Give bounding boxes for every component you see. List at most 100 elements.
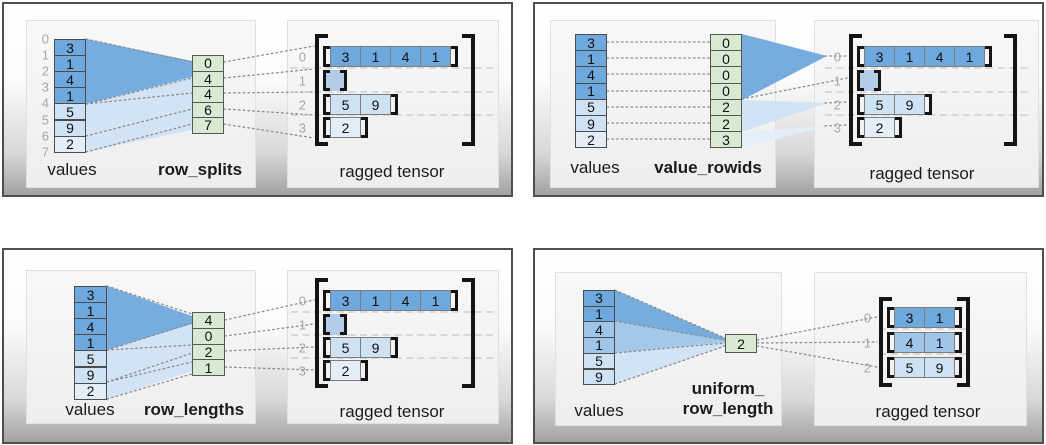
value-index-label: 6: [41, 128, 49, 144]
row-bracket-left-icon: [323, 360, 330, 381]
values-cell: 3: [54, 39, 86, 57]
tensor-cell: 5: [330, 337, 361, 358]
outer-bracket-left-icon: [849, 34, 862, 146]
tensor-cell: 4: [390, 290, 421, 311]
values-cell: 9: [583, 368, 615, 386]
empty-row-cell: [323, 314, 347, 335]
values-cell: 5: [54, 103, 86, 121]
empty-row-cell: [323, 70, 347, 91]
tensor-cell: 1: [420, 46, 451, 67]
values-cell: 5: [74, 350, 107, 368]
partition-label: value_rowids: [654, 158, 762, 177]
values-cell: 5: [575, 98, 607, 116]
row-partition-cell: 0: [710, 66, 742, 84]
value-index-label: 7: [41, 144, 49, 160]
values-cell: 4: [575, 66, 607, 84]
row-partition-cell: 3: [710, 131, 742, 149]
row-bracket-left-icon: [323, 314, 330, 335]
values-cell: 3: [583, 290, 615, 307]
row-partition-cell: 2: [710, 98, 742, 116]
outer-bracket-right-icon: [462, 34, 475, 146]
values-cell: 2: [575, 131, 607, 149]
tensor-row-index: 0: [833, 49, 841, 64]
row-bracket-right-icon: [955, 307, 962, 328]
values-cell: 1: [583, 305, 615, 323]
tensor-cell: 9: [924, 357, 955, 378]
tensor-cell: 1: [924, 332, 955, 353]
tensor-row: 2: [857, 117, 902, 138]
tensor-cell: 5: [894, 357, 925, 378]
row-partition-cell: 0: [710, 34, 742, 52]
row-bracket-right-icon: [340, 314, 347, 335]
ragged-tensor-label: ragged tensor: [869, 164, 975, 183]
values-cell: 1: [74, 334, 107, 352]
values-cell: 1: [575, 82, 607, 100]
ragged-tensor-label: ragged tensor: [339, 402, 445, 421]
tensor-row: [323, 314, 347, 335]
row-bracket-left-icon: [887, 307, 894, 328]
tensor-row-index: 1: [298, 73, 306, 88]
tensor-cell: 1: [360, 290, 391, 311]
row-bracket-left-icon: [857, 94, 864, 115]
values-cell: 3: [575, 34, 607, 52]
row-partition-cell: 1: [192, 359, 225, 377]
row-bracket-left-icon: [323, 94, 330, 115]
value-index-label: 3: [41, 79, 49, 95]
row-bracket-right-icon: [391, 337, 398, 358]
partition-label-line: row_length: [682, 399, 774, 418]
tensor-row-index: 0: [298, 49, 306, 64]
row-bracket-left-icon: [323, 117, 330, 138]
tensor-row-index: 2: [833, 97, 841, 112]
row-partition-cell: 4: [192, 312, 225, 329]
row-bracket-right-icon: [361, 360, 368, 381]
tensor-row: 2: [323, 117, 368, 138]
values-cell: 2: [74, 382, 107, 400]
row-partition-cell: 0: [710, 82, 742, 100]
values-cell: 1: [54, 87, 86, 105]
tensor-cell: 9: [360, 94, 391, 115]
outer-bracket-right-icon: [1004, 34, 1017, 146]
outer-bracket-right-icon: [462, 278, 475, 388]
tensor-row-index: 0: [298, 293, 306, 308]
value-index-label: 5: [41, 112, 49, 127]
tensor-cell: 3: [894, 307, 925, 328]
values-label: values: [47, 160, 97, 179]
ragged-tensor-label: ragged tensor: [339, 162, 445, 181]
tensor-cell: 1: [954, 46, 985, 67]
values-cell: 9: [575, 115, 607, 133]
tensor-cell: 4: [390, 46, 421, 67]
value-index-label: 1: [41, 47, 49, 63]
partition-label: row_lengths: [143, 400, 245, 419]
outer-bracket-left-icon: [879, 297, 892, 387]
row-partition-cell: 0: [710, 50, 742, 68]
tensor-cell: 3: [330, 46, 361, 67]
tensor-cell: 9: [894, 94, 925, 115]
values-label: values: [65, 400, 115, 419]
row-bracket-right-icon: [391, 94, 398, 115]
row-partition-cell: 0: [192, 327, 225, 345]
values-cell: 4: [583, 321, 615, 339]
tensor-cell: 3: [330, 290, 361, 311]
row-bracket-left-icon: [323, 290, 330, 311]
tensor-row: [323, 70, 347, 91]
row-bracket-right-icon: [340, 70, 347, 91]
values-cell: 9: [74, 366, 107, 384]
row-bracket-left-icon: [323, 46, 330, 67]
row-bracket-left-icon: [857, 46, 864, 67]
tensor-row-index: 1: [833, 73, 841, 88]
row-partition-cell: 2: [192, 343, 225, 361]
outer-bracket-left-icon: [315, 34, 328, 146]
tensor-row-index: 1: [298, 317, 306, 332]
row-bracket-right-icon: [874, 70, 881, 91]
tensor-row-index: 2: [298, 340, 306, 355]
